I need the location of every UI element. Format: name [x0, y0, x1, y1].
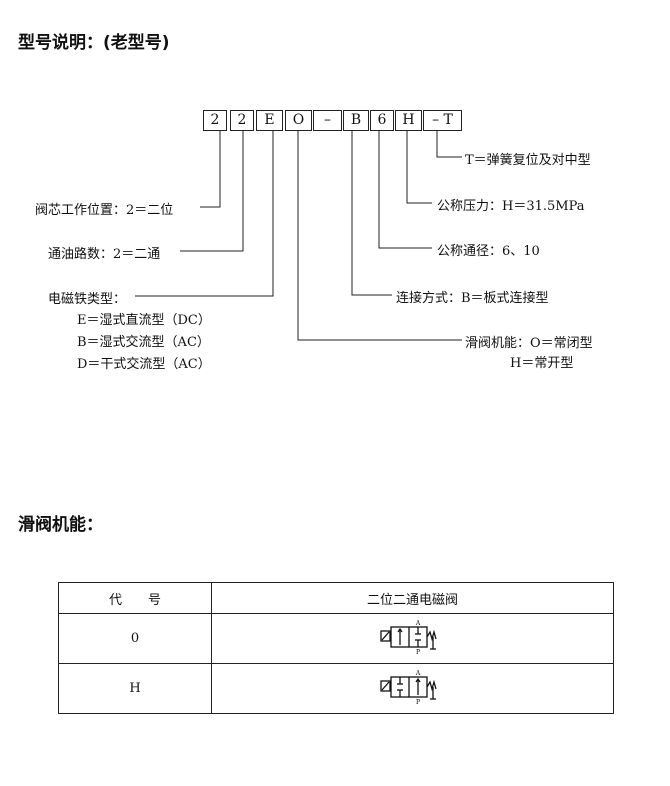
- code-box-4: O: [285, 110, 312, 131]
- row-code: 0: [58, 613, 212, 664]
- label-diameter: 公称通径：6、10: [437, 244, 540, 259]
- code-box-8: H: [395, 110, 422, 131]
- code-box-7: 6: [370, 110, 394, 131]
- code-box-6: B: [343, 110, 369, 131]
- code-box-1: 2: [203, 110, 227, 131]
- valve-symbol-cell: A P: [211, 613, 614, 664]
- model-heading: 型号说明：(老型号): [18, 33, 170, 53]
- header-valve: 二位二通电磁阀: [211, 582, 614, 614]
- label-sol-d: D＝干式交流型（AC）: [77, 357, 211, 372]
- code-box-5: –: [313, 110, 342, 131]
- label-function-h: H＝常开型: [510, 356, 574, 371]
- code-box-2: 2: [230, 110, 254, 131]
- label-ports: 通油路数：2＝二通: [48, 247, 161, 262]
- function-heading: 滑阀机能：: [18, 515, 103, 535]
- port-p-label: P: [415, 699, 419, 705]
- label-sol-e: E＝湿式直流型（DC）: [77, 313, 211, 328]
- header-code: 代 号: [58, 582, 212, 614]
- label-connection: 连接方式：B＝板式连接型: [396, 291, 549, 306]
- code-box-9: – T: [423, 110, 462, 131]
- valve-symbol-normally-open-icon: A P: [379, 670, 437, 706]
- function-table: 代 号二位二通电磁阀 0 A P H A P: [58, 582, 614, 714]
- port-a-label: A: [414, 620, 420, 627]
- port-a-label: A: [414, 670, 420, 677]
- code-box-3: E: [256, 110, 283, 131]
- label-solenoid: 电磁铁类型：: [48, 292, 127, 307]
- label-spring: T＝弹簧复位及对中型: [465, 153, 591, 168]
- label-sol-b: B＝湿式交流型（AC）: [77, 335, 210, 350]
- valve-symbol-cell: A P: [211, 663, 614, 714]
- label-pressure: 公称压力：H＝31.5MPa: [437, 199, 585, 214]
- label-function: 滑阀机能：O＝常闭型: [465, 336, 593, 351]
- valve-symbol-normally-closed-icon: A P: [379, 620, 437, 656]
- port-p-label: P: [415, 649, 419, 655]
- label-position: 阀芯工作位置：2＝二位: [35, 203, 174, 218]
- row-code: H: [58, 663, 212, 714]
